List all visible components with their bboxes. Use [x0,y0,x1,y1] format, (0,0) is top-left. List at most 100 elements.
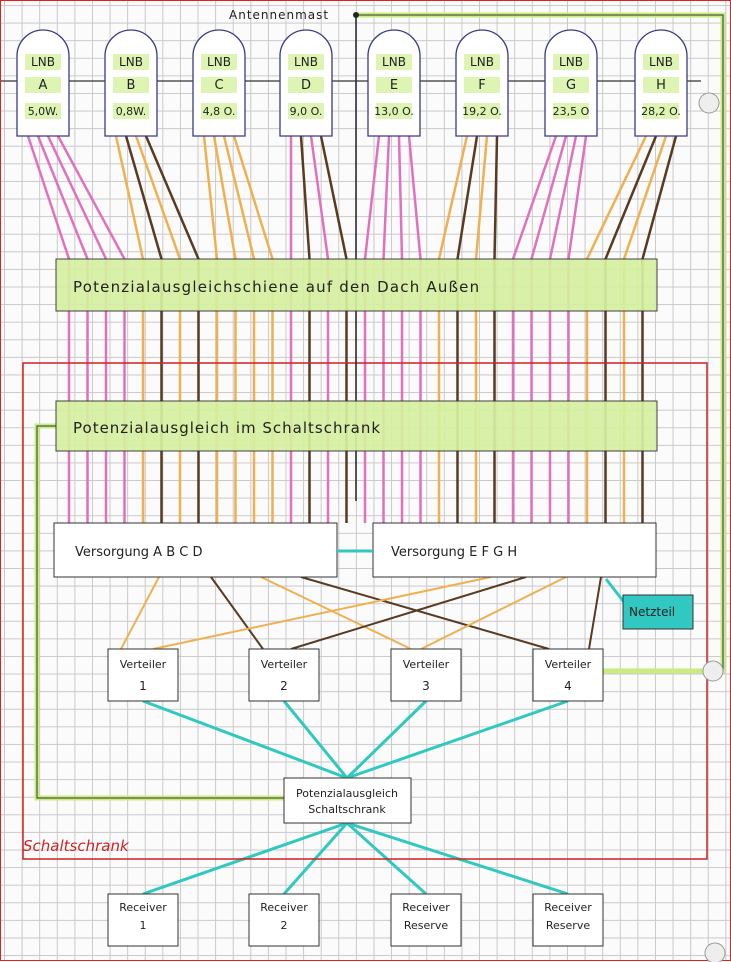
receiver-label: Receiver [119,901,167,914]
coax-wire [319,135,348,523]
lnb-title: LNB [31,55,55,69]
lnb-id: D [301,78,311,93]
supply-wire [588,576,602,650]
lnb-d: LNB D 9,0 O. [279,29,333,137]
lnb-b: LNB B 0,8W. [104,29,158,137]
receiver-2: Receiver 2 [248,893,320,947]
cabinet-label: Schaltschrank [23,837,130,855]
lnb-id: B [127,78,136,93]
distributor-4: Verteiler 4 [532,648,604,702]
coax-wire [114,135,145,523]
coax-wire [456,135,479,523]
lnb-id: H [656,78,666,93]
distributor-3: Verteiler 3 [390,648,462,702]
binder-hole-icon [698,92,720,114]
distributor-number: 1 [139,679,147,693]
coax-wire [382,135,391,523]
lnb-title: LNB [470,55,494,69]
supply-wire [420,576,567,650]
lnb-title: LNB [294,55,318,69]
receiver-number: 2 [281,919,288,932]
distributor-label: Verteiler [120,658,167,671]
coax-wire [407,135,422,523]
supply-wire [210,576,264,650]
lnb-position: 9,0 O. [290,105,323,118]
lnb-position: 28,2 O. [641,105,681,118]
coax-wire [474,135,489,523]
coax-wire [437,135,469,523]
coax-wire [309,135,330,523]
distributor-ground-wire [345,699,428,780]
lnb-title: LNB [119,55,143,69]
lnb-title: LNB [382,55,406,69]
lnb-f: LNB F 19,2 O. [455,29,509,137]
roof-bar-label: Potenzialausgleichschiene auf den Dach A… [73,278,480,296]
distributor-1: Verteiler 1 [107,648,179,702]
mast-label: Antennenmast [229,8,329,22]
cabinet-equipotential-bar [55,400,658,452]
cabinet-bar-label: Potenzialausgleich im Schaltschrank [73,419,381,437]
power-supply-box [622,594,694,630]
ground-box [283,777,412,824]
coax-wire [397,135,404,523]
lnb-position: 4,8 O. [203,105,236,118]
supply-wire [260,576,412,650]
distributor-number: 4 [564,679,572,693]
receiver-label: Receiver [260,901,308,914]
supply-wire [152,576,492,650]
coax-wire [585,135,648,523]
coax-wire [604,135,658,523]
binder-hole-icon [702,660,724,682]
lnb-id: E [390,78,398,93]
supply-box-abcd [53,522,338,578]
distributor-number: 3 [422,679,430,693]
cabinet-frame [22,362,708,860]
lnb-position: 0,8W. [116,105,147,118]
supply-wire [290,576,527,650]
coax-wire [144,135,200,523]
coax-wire [363,135,381,523]
ground-box-line1: Potenzialausgleich [296,787,398,800]
coax-wire [36,135,89,523]
lnb-id: C [214,78,223,93]
receiver-label: Receiver [544,901,592,914]
lnb-id: A [39,78,48,93]
receiver-number: Reserve [404,919,448,932]
receiver-label: Receiver [402,901,450,914]
coax-wire [548,135,578,523]
lnb-id: G [566,78,576,93]
lnb-position: 19,2 O. [462,105,502,118]
supply-right-label: Versorgung E F G H [391,545,517,560]
coax-wire [493,135,499,523]
power-supply-label: Netzteil [629,605,675,619]
coax-wire [222,135,256,523]
roof-equipotential-bar [55,258,658,312]
distributor-ground-wire [282,700,349,779]
lnb-title: LNB [649,55,673,69]
coax-wire [299,135,311,523]
lnb-position: 5,0W. [28,105,59,118]
supply-wire [120,576,160,650]
coax-wire [567,135,588,523]
lnb-id: F [478,78,485,93]
distributor-ground-wire [142,699,348,780]
lnb-a: LNB A 5,0W. [16,29,70,137]
distributor-ground-wire [346,699,569,780]
coax-wire [202,135,219,523]
receiver-number: Reserve [546,919,590,932]
ground-box-line2: Schaltschrank [308,803,386,816]
distributor-label: Verteiler [545,658,592,671]
supply-left-label: Versorgung A B C D [75,545,202,560]
distributor-label: Verteiler [403,658,450,671]
supply-wire [300,576,550,650]
lnb-h: LNB H 28,2 O. [634,29,688,137]
